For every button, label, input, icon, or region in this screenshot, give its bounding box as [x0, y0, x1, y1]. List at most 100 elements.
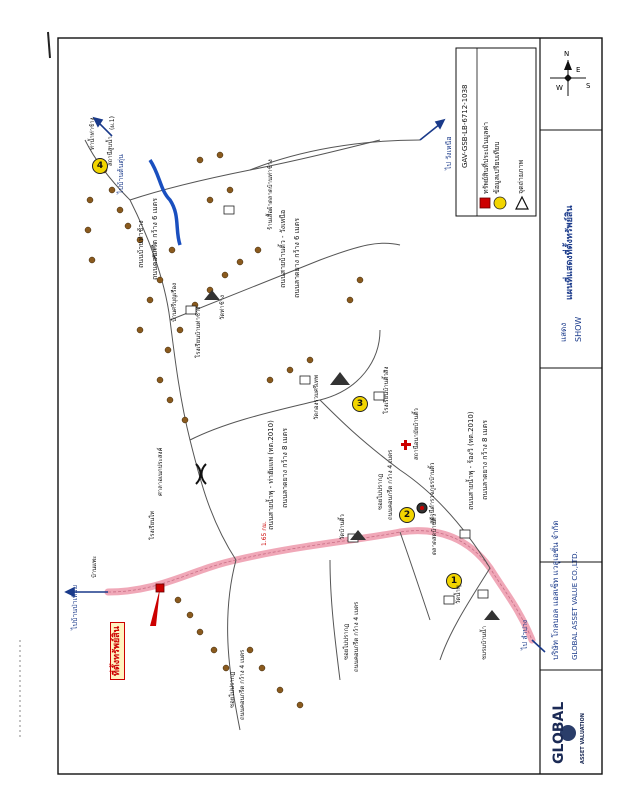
road-a-name: ถนนสายน้ำพุ - ท่าฮัมแพ (ทต.2010)	[267, 420, 275, 530]
map-title: แผนที่แสดงที่ตั้งทรัพย์สิน	[565, 205, 575, 300]
police-icon-inner	[420, 506, 424, 510]
landmark-ban-huai: ชมรมบ้านน้ำ	[481, 626, 488, 660]
tree	[108, 186, 116, 194]
main-road-long	[104, 527, 536, 644]
tree	[176, 326, 184, 334]
road-lane-1	[227, 559, 241, 731]
river	[148, 159, 182, 246]
lane-1-spec: ถนนคอนกรีต กว้าง 4 เมตร	[239, 649, 246, 720]
map-frame	[57, 37, 603, 775]
tree	[286, 366, 294, 374]
road-lane-2	[399, 531, 431, 621]
landmark-health-center: สถานีอนามัยบ้านติ้ว	[413, 408, 420, 460]
bridge-mark	[200, 463, 207, 485]
lane-3-name: ซอยไม่ปรากฏ	[377, 473, 384, 510]
direction-ban-pa-thiam: ไปบ้านป่าเที่ยม	[71, 584, 79, 630]
lane-2-name: ซอยไม่ปรากฏ	[343, 623, 350, 660]
tree	[221, 271, 229, 279]
landmark-shop-row: ร้านเสื้อผ้าตลาดบ้านท่าช้าง	[267, 159, 274, 230]
road-b-spec: ถนนลาดยาง กว้าง 8 เมตร	[481, 420, 489, 500]
road-d-name: ถนนบ้านท่าช้าง	[137, 220, 145, 268]
comparable-badge-4: 4	[92, 158, 108, 174]
main-road-long-edge	[107, 530, 533, 641]
company-logo-sub: ASSET VALUATION	[580, 713, 586, 764]
tree	[196, 156, 204, 164]
tree	[246, 646, 254, 654]
landmark-district: ศาลาอเนกประสงค์	[157, 447, 164, 496]
arrow-ban-pa-thiam-head	[64, 586, 75, 598]
legend-code: GAV-GSB-LB-6712-1038	[461, 84, 469, 168]
tree	[156, 276, 164, 284]
company-logo-text: GLOBAL	[551, 701, 567, 764]
road-c-name: ถนนสายบ้านติ้ว - วังเหนือ	[279, 209, 287, 288]
health-cross-v	[404, 440, 407, 450]
tree	[276, 686, 284, 694]
title-show-en: SHOW	[574, 316, 583, 342]
tree	[156, 376, 164, 384]
tree	[222, 664, 230, 672]
building-icon	[185, 305, 197, 315]
building-icon	[477, 589, 489, 599]
landmark-school-ban-tuen: โรงเรียนบ้านติ้วสิง	[383, 366, 390, 414]
logo-globe	[560, 725, 576, 741]
road-east	[169, 242, 401, 321]
landmark-post: (ผ.1)	[109, 116, 116, 130]
tree	[236, 258, 244, 266]
temple-icon	[204, 290, 220, 300]
temple-icon	[484, 610, 500, 620]
property-callout: ที่ตั้งทรัพย์สิน	[110, 622, 125, 680]
tree	[266, 376, 274, 384]
landmark-wat-kong: วัดกองรวมศรีเทพ	[313, 375, 320, 420]
arrow-ban-tuen-head	[92, 116, 104, 128]
building-icon	[459, 529, 471, 539]
road-a-spec: ถนนลาดยาง กว้าง 8 เมตร	[281, 428, 289, 508]
tree	[86, 196, 94, 204]
lane-3-spec: ถนนคอนกรีต กว้าง 4 เมตร	[387, 449, 394, 520]
road-north	[129, 199, 237, 561]
tree	[196, 628, 204, 636]
landmark-temple-tha-chang: วัดท่าช้าง	[219, 295, 226, 320]
tree	[216, 151, 224, 159]
building-icon	[299, 375, 311, 385]
tree	[296, 701, 304, 709]
tree	[226, 186, 234, 194]
tree	[356, 276, 364, 284]
arrow-wang-nuea-line	[419, 123, 441, 141]
direction-lampang: ไป ลำปาง	[521, 619, 529, 650]
compass-e-label: E	[576, 66, 581, 74]
tree	[136, 326, 144, 334]
tree	[186, 611, 194, 619]
tree	[174, 596, 182, 604]
temple-icon	[330, 372, 350, 385]
legend-box	[455, 47, 537, 217]
road-lane-3	[329, 559, 341, 681]
tree	[346, 296, 354, 304]
landmark-school-tha-chang: โรงเรียนบ้านท่าช้าง	[195, 306, 202, 358]
tree	[306, 356, 314, 364]
landmark-pump-station: สถานีสูบน้ำ	[107, 136, 114, 166]
legend-photo-swatch	[515, 195, 529, 210]
scan-mark	[47, 31, 51, 59]
legend-property-swatch	[479, 197, 491, 209]
building-icon	[443, 595, 455, 605]
title-show-th: แสดง	[559, 322, 568, 342]
arrow-wang-nuea-head	[434, 118, 446, 130]
legend-comparable-label: ข้อมูลเปรียบเทียบ	[493, 141, 501, 194]
property-marker	[155, 583, 165, 593]
tree	[206, 196, 214, 204]
property-pin	[150, 588, 160, 626]
temple-icon	[350, 530, 366, 540]
tree	[166, 396, 174, 404]
tree	[124, 222, 132, 230]
tree	[168, 246, 176, 254]
road-sw	[439, 567, 491, 661]
landmark-temple-nam-phu: วัดน้ำพุ	[455, 585, 462, 604]
company-name-en: GLOBAL ASSET VALUE CO.,LTD.	[571, 551, 579, 660]
compass-north-head	[564, 60, 572, 70]
direction-wang-nuea: ไป วังเหนือ	[445, 136, 453, 170]
road-c-spec: ถนนลาดยาง กว้าง 6 เมตร	[293, 218, 301, 298]
road-upper	[129, 139, 381, 201]
comparable-badge-2: 2	[399, 507, 415, 523]
legend-photo-label: จุดถ่ายภาพ	[517, 159, 525, 194]
tree	[146, 296, 154, 304]
